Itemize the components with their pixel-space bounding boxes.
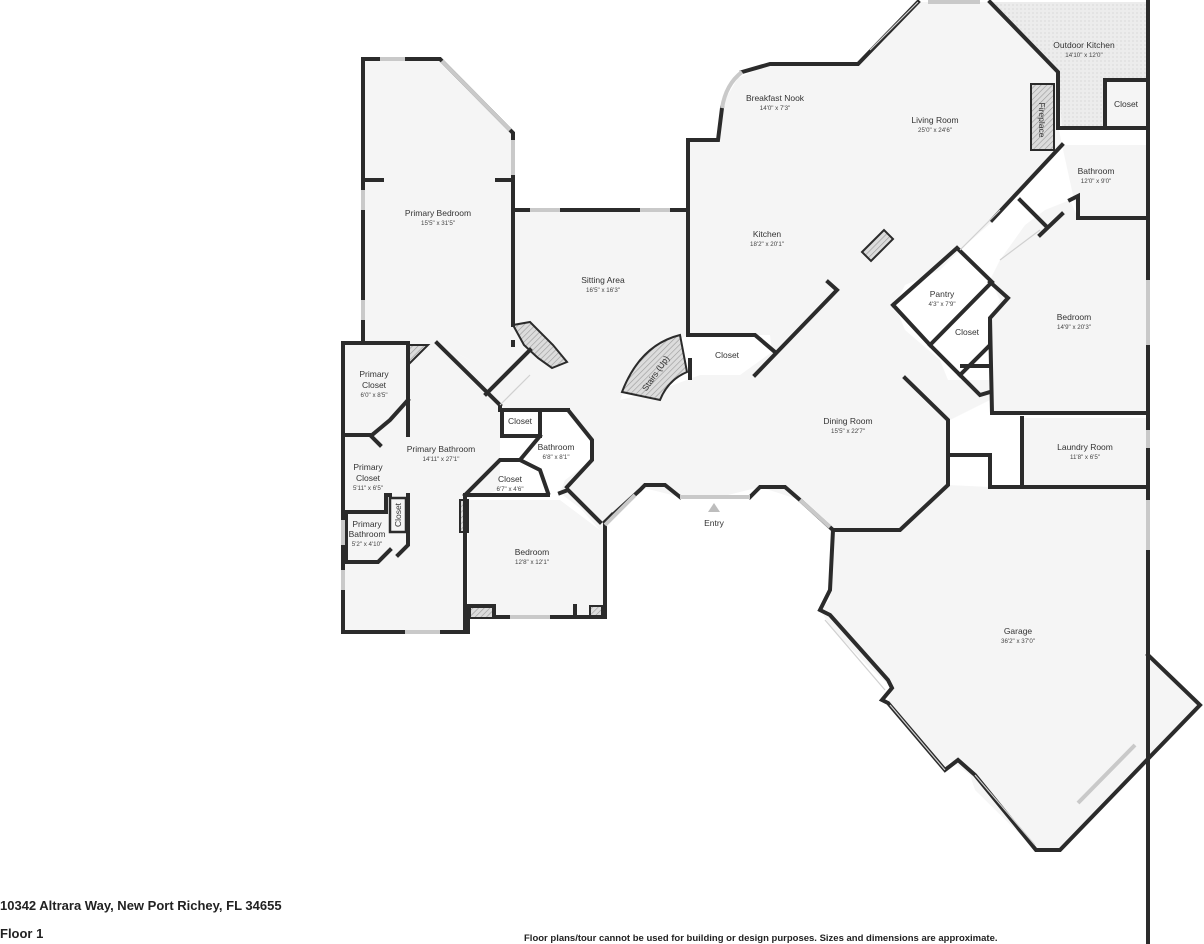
room-bedroom-south-name: Bedroom [515,547,550,557]
entry-label: Entry [704,518,725,528]
room-closet-small-name: Closet [508,416,533,426]
stairs: Stairs (Up) [620,333,689,402]
room-dining-room-dim: 15'5" x 22'7" [831,428,865,435]
room-closet-outdoor-name: Closet [1114,99,1139,109]
room-bedroom-south-dim: 12'8" x 12'1" [515,559,549,566]
entry-arrow-icon [708,503,720,512]
outdoor-kitchen-floor [992,2,1148,128]
room-sitting-area-dim: 16'5" x 16'3" [586,287,620,294]
room-pantry-name: Pantry [930,289,955,299]
room-outdoor-kitchen-name: Outdoor Kitchen [1053,40,1115,50]
room-primary-bedroom-name: Primary Bedroom [405,208,471,218]
room-primary-closet-2-name-b: Closet [356,473,381,483]
room-bathroom-mid-name: Bathroom [538,442,575,452]
room-laundry-room-dim: 11'8" x 6'5" [1070,454,1100,461]
room-living-room-dim: 25'0" x 24'6" [918,127,952,134]
room-breakfast-nook-name: Breakfast Nook [746,93,805,103]
room-primary-bedroom-dim: 15'5" x 31'5" [421,220,455,227]
room-primary-bathroom-2-name-a: Primary [352,519,382,529]
room-closet-kitchen-name: Closet [715,350,740,360]
room-primary-closet-1-name-a: Primary [359,369,389,379]
room-garage-name: Garage [1004,626,1033,636]
room-kitchen-dim: 18'2" x 20'1" [750,241,784,248]
room-fireplace-name: Fireplace [1037,103,1047,138]
windows [341,0,1150,805]
room-closet-mid-dim: 6'7" x 4'6" [496,486,523,493]
room-garage-dim: 36'2" x 37'0" [1001,638,1035,645]
room-primary-closet-1-name-b: Closet [362,380,387,390]
walls [341,0,1203,944]
property-address: 10342 Altrara Way, New Port Richey, FL 3… [0,898,282,913]
room-closet-pantry-name: Closet [955,327,980,337]
room-primary-closet-1-dim: 6'0" x 8'5" [360,392,387,399]
disclaimer-text: Floor plans/tour cannot be used for buil… [524,933,998,944]
room-living-room-name: Living Room [911,115,958,125]
fireplace-hearth [1030,83,1055,151]
room-bedroom-east-dim: 14'9" x 20'3" [1057,324,1091,331]
room-bathroom-mid-dim: 6'8" x 8'1" [542,454,569,461]
room-kitchen-name: Kitchen [753,229,782,239]
room-laundry-room-name: Laundry Room [1057,442,1113,452]
door-swings [499,1,1041,846]
room-closet-vertical-name: Closet [393,502,403,527]
room-bedroom-east-name: Bedroom [1057,312,1092,322]
room-bathroom-east-dim: 12'0" x 9'0" [1081,178,1112,185]
room-primary-bathroom-2-name-b: Bathroom [349,529,386,539]
kitchen-island [860,228,895,263]
floor-label: Floor 1 [0,926,44,941]
room-primary-closet-2-dim: 5'11" x 6'5" [353,485,383,492]
room-closet-mid-name: Closet [498,474,523,484]
room-labels: Outdoor Kitchen 14'10" x 12'0" Closet Fi… [349,40,1139,645]
sitting-area-column [511,320,569,370]
room-dining-room-name: Dining Room [823,416,872,426]
room-outdoor-kitchen-dim: 14'10" x 12'0" [1065,52,1102,59]
room-primary-bathroom-2-dim: 5'2" x 4'10" [352,541,383,548]
room-primary-bathroom-name: Primary Bathroom [407,444,476,454]
room-primary-bathroom-dim: 14'11" x 27'1" [423,456,460,463]
room-bathroom-east-name: Bathroom [1078,166,1115,176]
room-primary-closet-2-name-a: Primary [353,462,383,472]
room-breakfast-nook-dim: 14'0" x 7'3" [760,105,791,112]
room-pantry-dim: 4'3" x 7'9" [928,301,955,308]
room-sitting-area-name: Sitting Area [581,275,625,285]
